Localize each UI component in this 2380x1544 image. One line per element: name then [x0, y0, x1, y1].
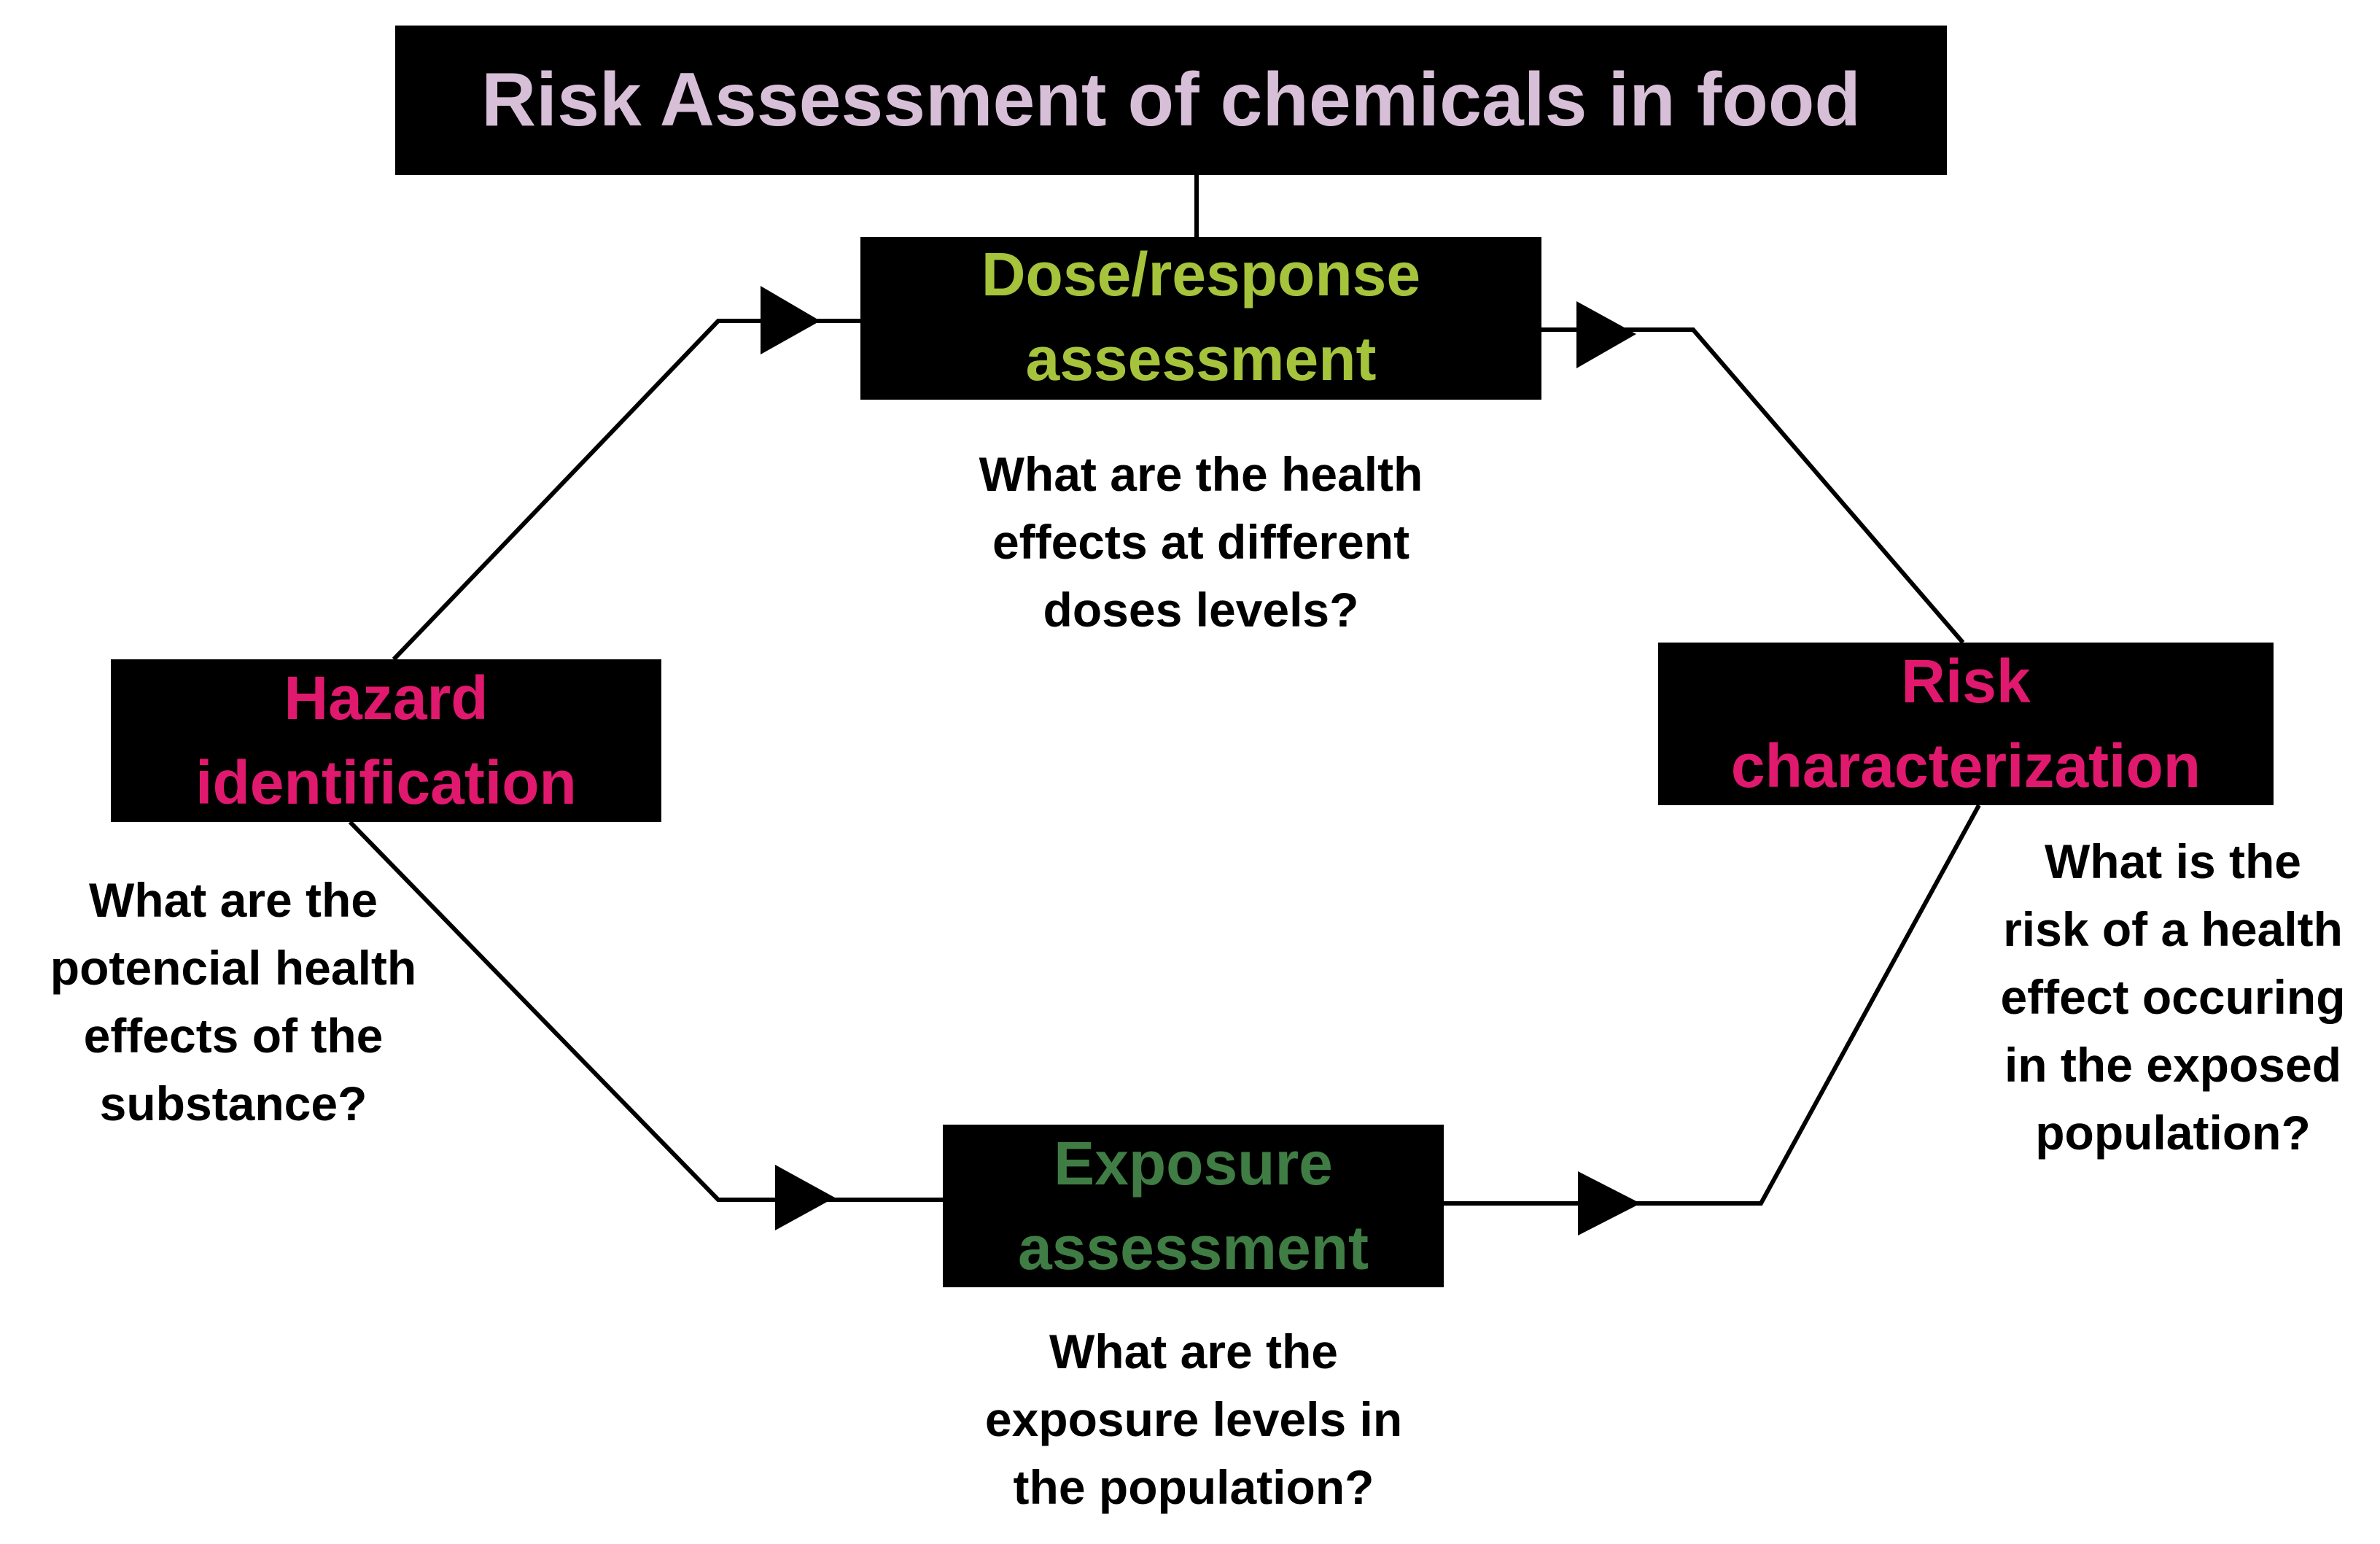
hazard-label-line-2: identification — [195, 748, 577, 817]
hazard-question-line-1: What are the — [88, 873, 378, 927]
dose-question-line-2: effects at different — [992, 515, 1410, 569]
dose-question-line-3: doses levels? — [1043, 583, 1359, 637]
hazard-question-line-2: potencial health — [50, 941, 417, 995]
dose-response-label-line-1: Dose/response — [981, 239, 1421, 309]
hazard-to-exposure-arrowhead — [775, 1165, 835, 1230]
risk-question-line-4: in the exposed — [2004, 1038, 2342, 1092]
hazard-question-line-3: effects of the — [83, 1009, 384, 1063]
risk-question-line-2: risk of a health — [2003, 902, 2343, 956]
dose-to-risk-line — [1541, 327, 1965, 644]
hazard-question-line-4: substance? — [99, 1076, 368, 1130]
risk-characterization-node: Risk characterization — [1658, 643, 2274, 805]
risk-label-line-1: Risk — [1901, 646, 2031, 715]
risk-question-line-1: What is the — [2044, 834, 2301, 888]
exposure-question-line-3: the population? — [1013, 1460, 1374, 1514]
dose-to-risk-arrowhead — [1576, 301, 1636, 368]
diagram-title: Risk Assessment of chemicals in food — [481, 58, 1861, 143]
exposure-to-risk-arrowhead — [1578, 1171, 1641, 1235]
title-box: Risk Assessment of chemicals in food — [395, 26, 1947, 175]
exposure-label-line-1: Exposure — [1054, 1128, 1333, 1198]
hazard-identification-node: Hazard identification — [111, 659, 661, 822]
exposure-assessment-question: What are the exposure levels in the popu… — [902, 1318, 1485, 1521]
exposure-to-risk-line — [1444, 804, 1981, 1206]
exposure-label-line-2: assessment — [1018, 1213, 1369, 1282]
hazard-label-line-1: Hazard — [284, 663, 489, 732]
dose-response-label-line-2: assessment — [1025, 324, 1377, 393]
exposure-question-line-2: exposure levels in — [984, 1392, 1403, 1446]
dose-response-question: What are the health effects at different… — [897, 441, 1505, 644]
dose-response-node: Dose/response assessment — [860, 237, 1541, 400]
risk-characterization-question: What is the risk of a health effect occu… — [1969, 828, 2377, 1167]
dose-question-line-1: What are the health — [979, 447, 1423, 501]
hazard-to-exposure-line — [348, 820, 943, 1202]
exposure-assessment-node: Exposure assessment — [943, 1125, 1444, 1287]
risk-question-line-3: effect occuring — [2000, 970, 2346, 1024]
risk-label-line-2: characterization — [1730, 731, 2201, 800]
hazard-identification-question: What are the potencial health effects of… — [15, 866, 452, 1138]
exposure-question-line-1: What are the — [1049, 1324, 1339, 1378]
risk-question-line-5: population? — [2035, 1106, 2311, 1160]
hazard-to-dose-arrowhead — [761, 286, 820, 354]
hazard-to-dose-line — [392, 319, 860, 662]
